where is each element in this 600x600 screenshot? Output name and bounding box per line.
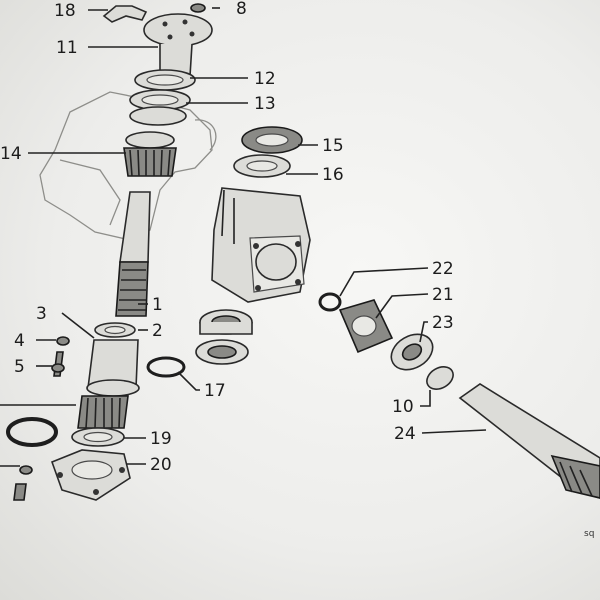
callout-20: 20 xyxy=(150,455,172,475)
part-18-bracket xyxy=(102,5,148,23)
part-14-bevel-gear xyxy=(123,131,177,177)
callout-labels: 18 8 11 12 13 14 15 16 22 21 23 3 1 2 4 … xyxy=(0,0,594,539)
part-3-sleeve xyxy=(86,339,140,397)
leader-lines xyxy=(0,7,487,467)
steering-housing xyxy=(211,187,311,303)
callout-23: 23 xyxy=(432,313,454,333)
callout-24: 24 xyxy=(394,424,416,444)
callout-12: 12 xyxy=(254,69,276,89)
part-10-ring xyxy=(426,366,454,390)
callout-4: 4 xyxy=(14,331,25,351)
callout-17: 17 xyxy=(204,381,226,401)
callout-18: 18 xyxy=(54,1,76,21)
part-4-nut xyxy=(56,336,70,346)
part-8-nut xyxy=(190,3,206,13)
part-1-input-shaft xyxy=(115,191,151,317)
part-5-screw xyxy=(51,351,65,377)
callout-8: 8 xyxy=(236,0,247,19)
part-12-bearing xyxy=(134,69,196,91)
part-23-bearing xyxy=(390,333,434,371)
part-17-o-ring xyxy=(146,356,186,378)
part-22-circlip xyxy=(318,292,342,312)
part-19-washer xyxy=(71,427,125,447)
callout-21: 21 xyxy=(432,285,454,305)
callout-5: 5 xyxy=(14,357,25,377)
drawing-code: sq xyxy=(584,529,594,539)
callout-15: 15 xyxy=(322,136,344,156)
part-20-flange xyxy=(50,449,131,501)
seal-ring-left xyxy=(6,417,58,447)
part-24-output-shaft xyxy=(458,383,600,499)
lower-gear xyxy=(77,395,129,429)
bearing-pair xyxy=(195,309,253,365)
part-15-seal xyxy=(241,126,303,154)
part-11-flange xyxy=(143,13,213,77)
part-13-bearing xyxy=(129,89,191,126)
lower-left-bolt xyxy=(13,465,33,501)
callout-13: 13 xyxy=(254,94,276,114)
callout-22: 22 xyxy=(432,259,454,279)
callout-19: 19 xyxy=(150,429,172,449)
part-2-collar xyxy=(94,322,136,338)
callout-2: 2 xyxy=(152,321,163,341)
callout-14: 14 xyxy=(0,144,22,164)
callout-1: 1 xyxy=(152,295,163,315)
callout-16: 16 xyxy=(322,165,344,185)
callout-3: 3 xyxy=(36,304,47,324)
callout-10: 10 xyxy=(392,397,414,417)
callout-11: 11 xyxy=(56,38,78,58)
part-16-bearing xyxy=(233,154,291,178)
